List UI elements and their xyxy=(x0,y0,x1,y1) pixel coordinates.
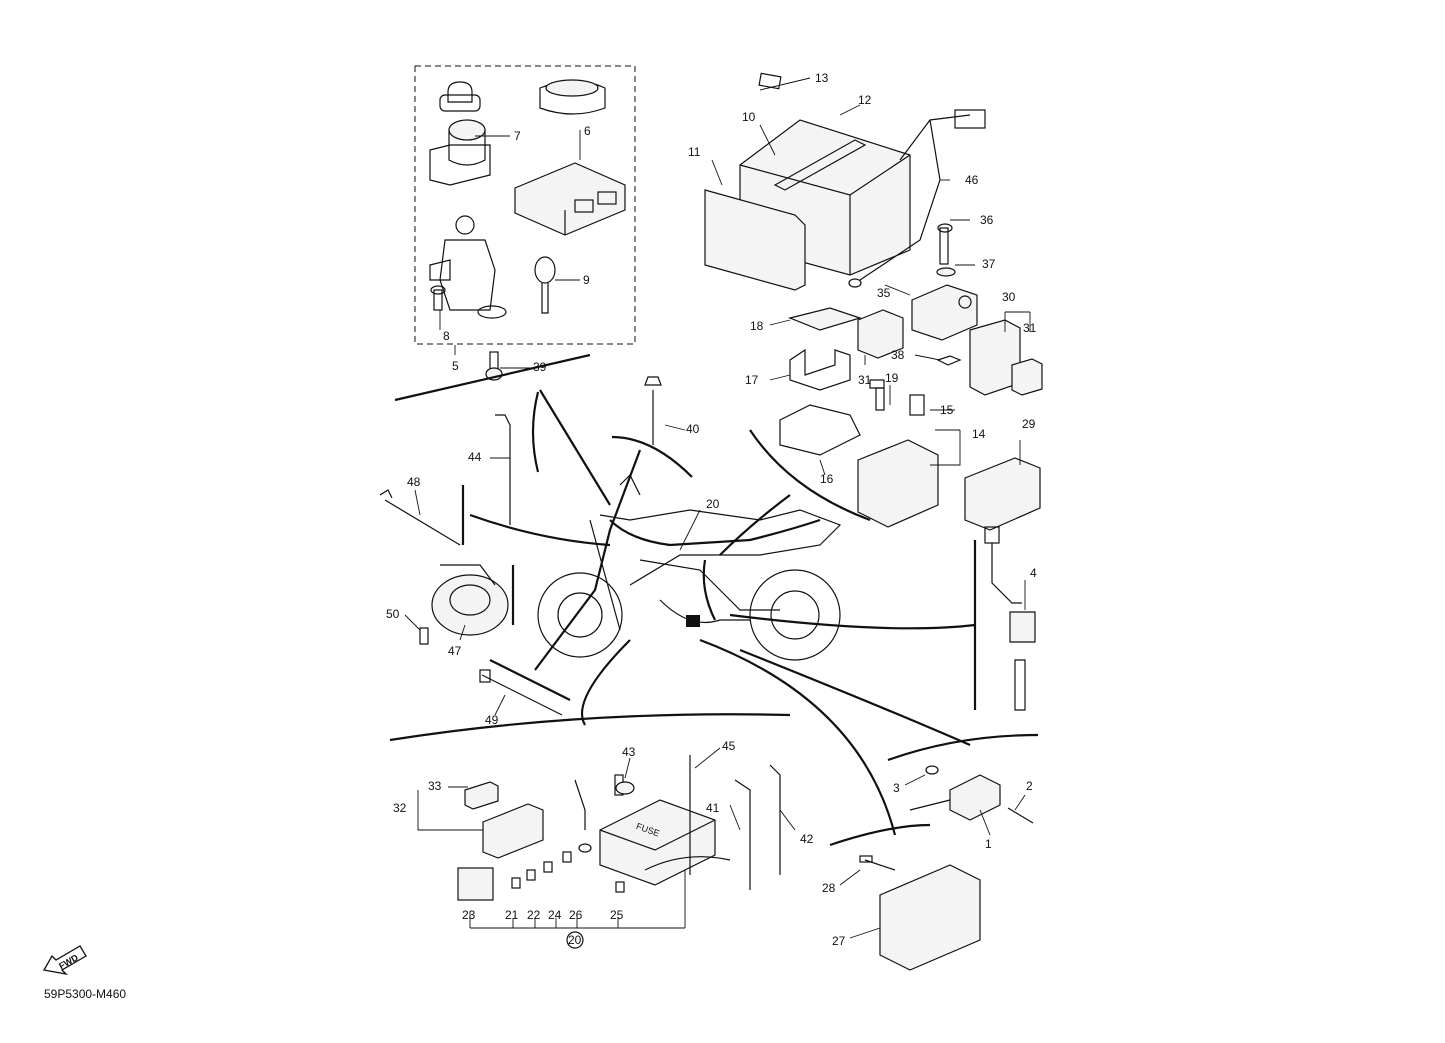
callout-42: 42 xyxy=(800,832,814,846)
callout-43: 43 xyxy=(622,745,636,759)
callout-31: 31 xyxy=(1023,321,1037,335)
callout-12: 12 xyxy=(858,93,872,107)
callout-23: 23 xyxy=(462,908,476,922)
callout-13: 13 xyxy=(815,71,829,85)
callout-21: 21 xyxy=(505,908,519,922)
callout-50: 50 xyxy=(386,607,400,621)
callout-28: 28 xyxy=(822,881,836,895)
ecu-part xyxy=(514,162,626,236)
section-curves xyxy=(389,353,1039,847)
callout-29: 29 xyxy=(1022,417,1036,431)
battery-band-part xyxy=(758,72,782,90)
forward-arrow-icon: FWD xyxy=(42,945,87,976)
callout-39: 39 xyxy=(533,360,547,374)
callout-8: 8 xyxy=(443,329,450,343)
clamp-parts xyxy=(379,376,662,716)
callout-3: 3 xyxy=(893,781,900,795)
battery-lead-part xyxy=(848,109,986,288)
callout-24: 24 xyxy=(548,908,562,922)
callout-47: 47 xyxy=(448,644,462,658)
callout-2: 2 xyxy=(1026,779,1033,793)
callout-15: 15 xyxy=(940,403,954,417)
callout-40: 40 xyxy=(686,422,700,436)
rectifier-part xyxy=(859,855,981,971)
sensor-1-part xyxy=(909,765,1034,824)
callout-41: 41 xyxy=(706,801,720,815)
relay-unit-part xyxy=(969,319,1043,396)
lower-relay-part xyxy=(464,781,544,859)
callout-11: 11 xyxy=(688,145,701,159)
fuse-box-2-part xyxy=(574,774,716,886)
battery-cover-part xyxy=(704,189,806,291)
callout-32: 32 xyxy=(393,801,407,815)
callout-10: 10 xyxy=(742,110,756,124)
callout-18: 18 xyxy=(750,319,764,333)
wire-harness-part xyxy=(609,518,821,547)
callout-27: 27 xyxy=(832,934,846,948)
sensor-part xyxy=(984,526,1036,711)
callout-16: 16 xyxy=(820,472,834,486)
callout-44: 44 xyxy=(468,450,482,464)
callout-14: 14 xyxy=(972,427,986,441)
kit-group-box xyxy=(414,65,636,345)
group-bracket-lines xyxy=(469,870,686,949)
callout-48: 48 xyxy=(407,475,421,489)
callout-35: 35 xyxy=(877,286,891,300)
starter-relay-part xyxy=(857,379,939,528)
callout-6: 6 xyxy=(584,124,591,138)
callout-7: 7 xyxy=(514,129,521,143)
seat-lock-part xyxy=(539,79,606,115)
drawing-code: 59P5300-M460 xyxy=(44,987,127,1001)
callout-36: 36 xyxy=(980,213,994,227)
callout-labels: 1 2 3 4 5 6 7 8 9 10 11 12 13 14 15 16 1… xyxy=(386,71,1037,948)
fuses-part xyxy=(457,851,625,901)
main-switch-part xyxy=(429,81,507,319)
callout-17: 17 xyxy=(745,373,759,387)
callout-45: 45 xyxy=(722,739,736,753)
wire-bands-part xyxy=(644,755,781,890)
callout-38: 38 xyxy=(891,348,905,362)
callout-30: 30 xyxy=(1002,290,1016,304)
motorcycle-outline xyxy=(537,473,842,661)
callout-9: 9 xyxy=(583,273,590,287)
key-part xyxy=(534,256,556,314)
horn-part xyxy=(419,564,509,645)
relay-29-part xyxy=(964,457,1041,531)
callout-33: 33 xyxy=(428,779,442,793)
relay-part xyxy=(911,223,978,366)
callout-5: 5 xyxy=(452,359,459,373)
callout-20: 20 xyxy=(706,497,720,511)
callout-49: 49 xyxy=(485,713,499,727)
callout-25: 25 xyxy=(610,908,624,922)
callout-19: 19 xyxy=(885,371,899,385)
callout-26: 26 xyxy=(569,908,583,922)
callout-1: 1 xyxy=(985,837,992,851)
callout-22: 22 xyxy=(527,908,541,922)
callout-37: 37 xyxy=(982,257,996,271)
callout-31-b: 31 xyxy=(858,373,872,387)
callout-46: 46 xyxy=(965,173,979,187)
callout-4: 4 xyxy=(1030,566,1037,580)
callout-20-circled: 20 xyxy=(568,933,582,947)
leader-lines xyxy=(404,77,1031,939)
fuse-box-part xyxy=(779,307,904,456)
